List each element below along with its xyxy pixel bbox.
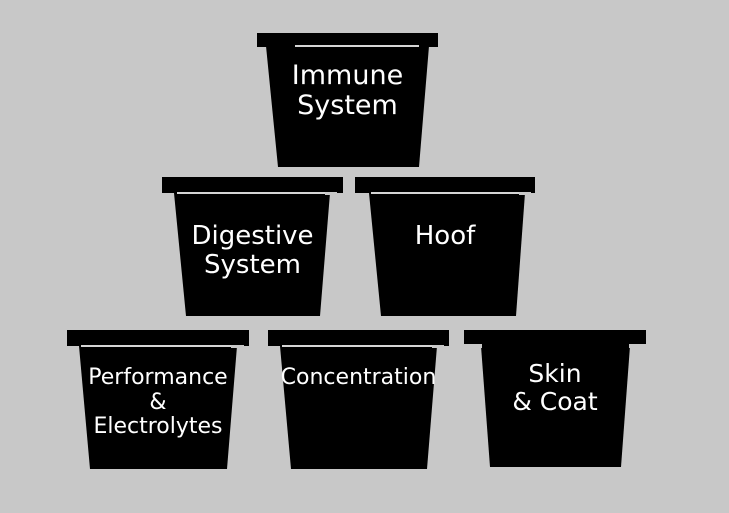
bucket-icon [257, 33, 438, 167]
bucket-icon [464, 330, 646, 467]
bucket-icon [67, 330, 249, 469]
bucket-digestive-system[interactable]: Digestive System [162, 177, 343, 318]
bucket-icon [268, 330, 449, 469]
bucket-hoof[interactable]: Hoof [355, 177, 535, 318]
bucket-performance-electrolytes[interactable]: Performance & Electrolytes [67, 330, 249, 471]
bucket-icon [162, 177, 343, 316]
bucket-immune-system[interactable]: Immune System [257, 33, 438, 169]
bucket-icon [355, 177, 535, 316]
bucket-concentration[interactable]: Concentration [268, 330, 449, 471]
bucket-skin-coat[interactable]: Skin & Coat [464, 330, 646, 469]
